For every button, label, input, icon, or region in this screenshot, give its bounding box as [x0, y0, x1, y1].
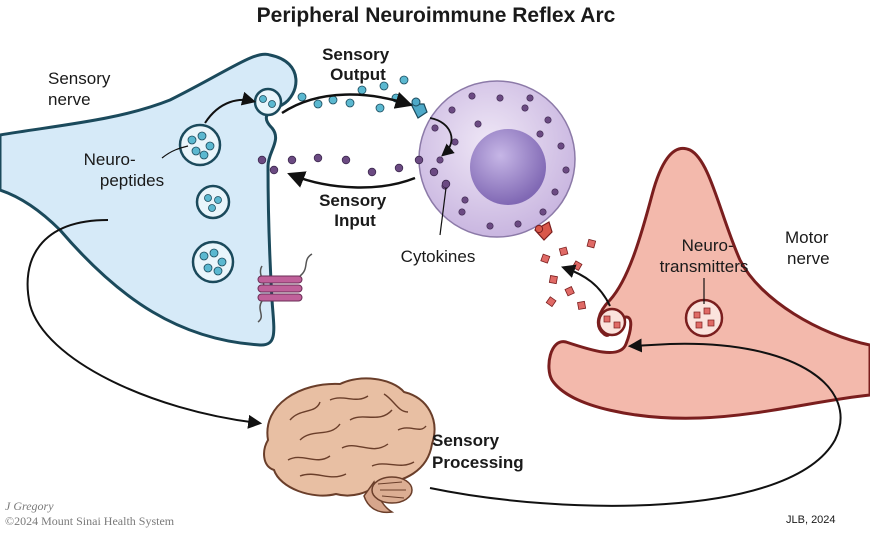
sensory-input-arrow	[287, 171, 416, 189]
sensory-input-label: Sensory Input	[319, 191, 391, 230]
release-arrow	[204, 91, 257, 124]
afferent-pathway-arrow	[26, 219, 263, 429]
neuropeptide-vesicle	[191, 240, 235, 284]
cytokine-molecules	[257, 153, 451, 189]
ion-channel-icon	[257, 253, 313, 323]
copyright-credit: ©2024 Mount Sinai Health System	[5, 514, 175, 528]
sensory-output-arrow	[281, 91, 414, 115]
neurotransmitter-release-arrow	[561, 264, 611, 307]
neurotransmitter-molecules	[540, 238, 597, 310]
jlb-credit: JLB, 2024	[786, 514, 836, 526]
fusing-vesicle	[253, 87, 283, 117]
receptor-icon	[410, 97, 428, 119]
neurotransmitter-vesicle	[684, 298, 724, 338]
immune-cell	[410, 80, 576, 241]
brain-icon	[263, 377, 436, 514]
diagram-title: Peripheral Neuroimmune Reflex Arc	[257, 4, 616, 27]
cytokines-label: Cytokines	[401, 247, 476, 266]
cytokines-pointer	[439, 187, 447, 236]
neuropeptides-label: Neuro- peptides	[84, 150, 164, 190]
neurotransmitters-label: Neuro- transmitters	[660, 236, 749, 276]
artist-credit: J Gregory	[5, 499, 54, 513]
sensory-nerve-label: Sensory nerve	[48, 69, 115, 109]
neuropeptides-pointer	[161, 145, 189, 159]
immune-cell-nucleus	[470, 129, 546, 205]
fusing-vesicle	[597, 307, 627, 337]
motor-nerve-terminal	[547, 146, 870, 420]
sensory-nerve-terminal	[0, 52, 313, 347]
receptor-icon	[534, 221, 553, 241]
neuropeptide-vesicle	[195, 184, 231, 220]
sensory-output-label: Sensory Output	[322, 45, 394, 84]
neuropeptide-molecules	[297, 75, 409, 113]
neuropeptide-vesicle	[178, 123, 222, 167]
efferent-pathway-arrow	[429, 338, 842, 507]
motor-nerve-label: Motor nerve	[785, 228, 833, 268]
sensory-processing-label: Sensory Processing	[432, 431, 524, 472]
